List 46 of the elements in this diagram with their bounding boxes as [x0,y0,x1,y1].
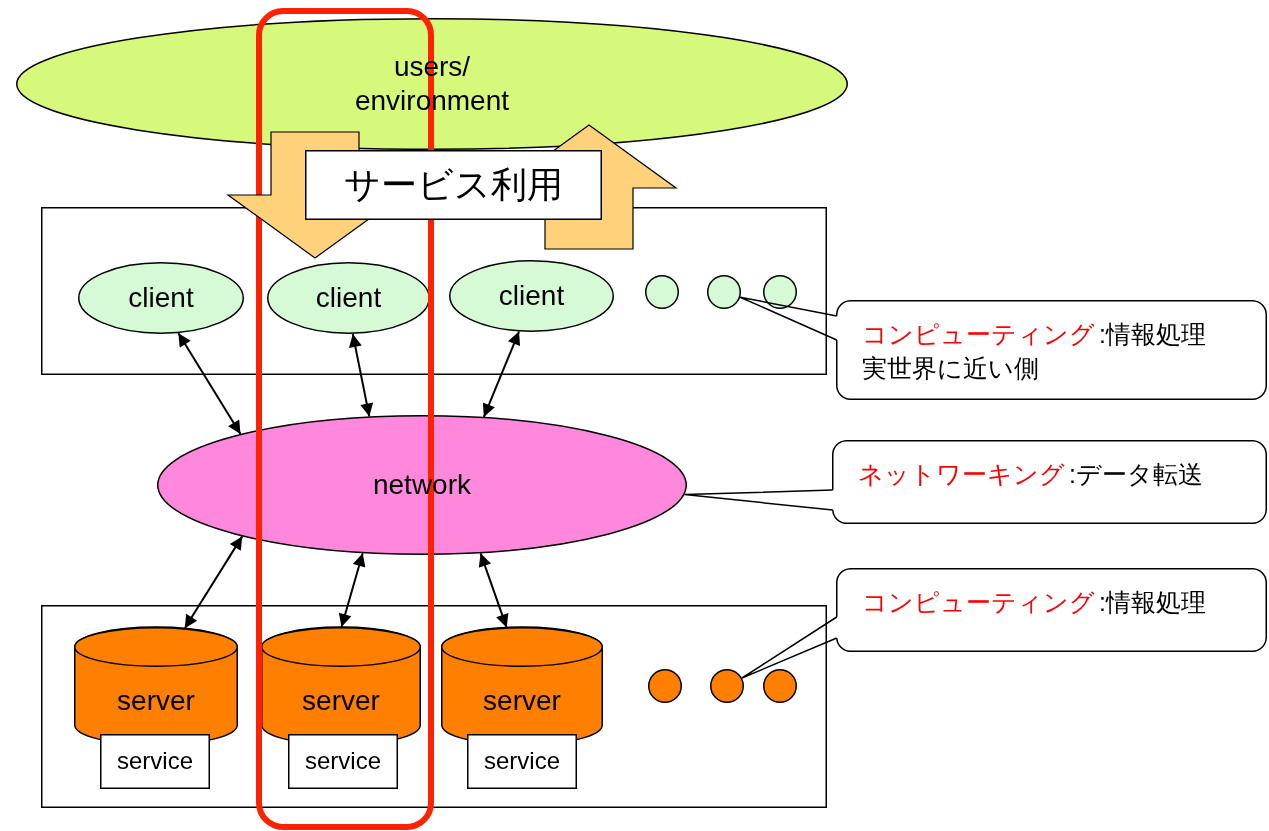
leader-line [741,616,838,679]
double-arrow [478,552,509,629]
label-box [305,150,602,220]
term-label: コンピューティング [862,320,1095,348]
leader-line [739,296,838,341]
client-ellipse [267,262,430,334]
ellipsis-dot [648,669,682,703]
callout-box [836,568,1267,652]
node-label: client [498,279,565,313]
node-label: service [117,747,193,776]
node-label: サービス利用 [344,163,563,207]
term-label: ネットワーキング [858,460,1065,488]
callout-box [832,440,1267,524]
description-text: 実世界に近い側 [862,352,1040,384]
double-arrow [338,552,366,628]
service-box [288,734,398,789]
double-arrow [482,330,521,418]
description-text: :情報処理 [1099,320,1206,348]
client-ellipse [449,260,614,332]
ellipsis-dot [763,669,797,703]
description-text: :情報処理 [1099,588,1206,616]
leader-line [683,489,834,511]
service-box [100,734,210,789]
term-label: コンピューティング [862,588,1095,616]
callout-box [836,300,1267,400]
double-arrow [177,332,242,435]
description-text: :データ転送 [1069,460,1203,488]
ellipsis-dot [707,275,741,309]
server-panel [41,605,827,808]
node-label: server [483,684,561,718]
client-ellipse [78,262,244,334]
node-label: client [315,281,382,315]
node-label: server [302,684,380,718]
network-ellipse [157,415,687,555]
users-ellipse [16,18,848,150]
node-label: service [484,747,560,776]
ellipsis-dot [763,275,797,309]
node-label: service [305,747,381,776]
node-label: client [128,281,194,315]
ellipsis-dot [645,275,679,309]
double-arrow [183,535,244,630]
double-arrow [349,333,374,418]
ellipsis-dot [710,669,744,703]
service-box [467,734,577,789]
node-label: server [117,684,195,718]
client-panel [41,207,827,375]
